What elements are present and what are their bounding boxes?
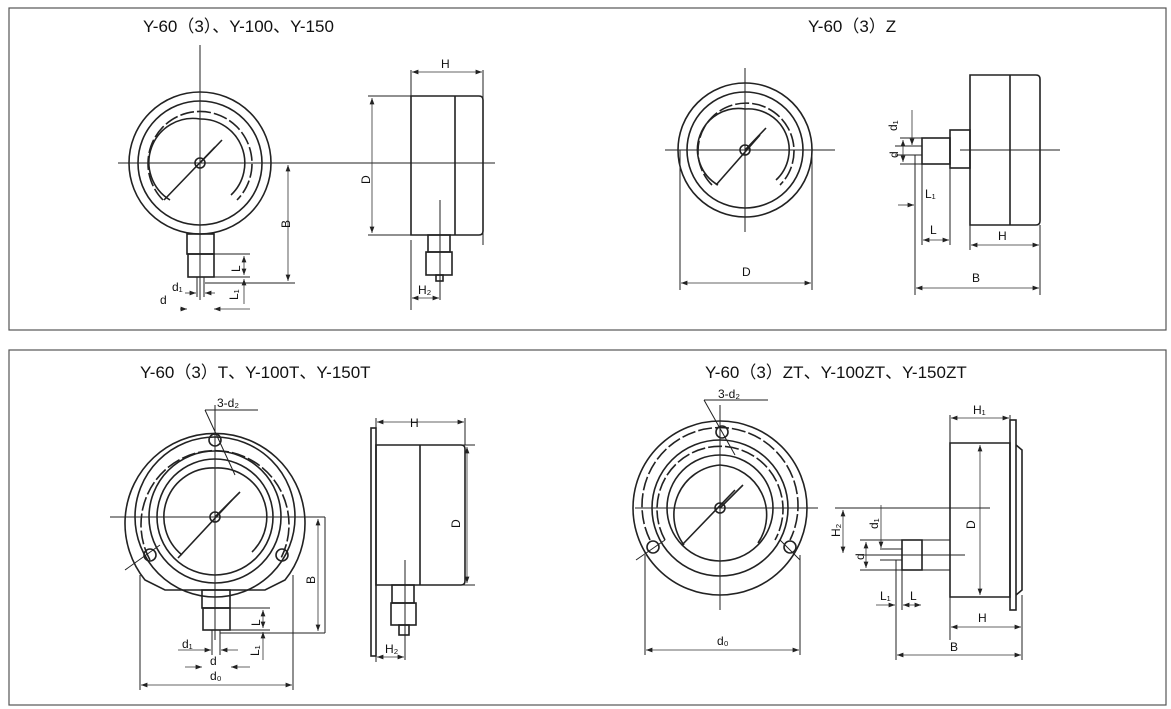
svg-text:L: L: [910, 589, 917, 603]
svg-text:3-d₂: 3-d₂: [718, 387, 740, 401]
panel-frame-top: [8, 7, 1167, 331]
drawing-radial-gauge: Y-60（3）、Y-100、Y-150 B L L₁ d₁ d: [118, 17, 495, 312]
svg-text:d: d: [210, 654, 217, 668]
svg-text:H₂: H₂: [385, 642, 399, 656]
svg-text:d: d: [887, 151, 901, 158]
svg-text:L₁: L₁: [880, 589, 891, 603]
svg-text:d₀: d₀: [210, 669, 222, 683]
svg-text:d: d: [853, 553, 867, 560]
svg-text:B: B: [972, 271, 980, 285]
svg-text:H: H: [978, 611, 987, 625]
svg-text:D: D: [449, 519, 463, 528]
svg-text:L: L: [249, 619, 263, 626]
svg-text:L₁: L₁: [925, 187, 936, 201]
svg-text:D: D: [964, 520, 978, 529]
svg-text:H₂: H₂: [829, 523, 843, 537]
svg-text:H₂: H₂: [418, 283, 432, 297]
svg-text:D: D: [359, 175, 373, 184]
svg-text:L: L: [930, 223, 937, 237]
drawing-axial-gauge: Y-60（3）Z D d d₁ L₁ L: [665, 17, 1060, 295]
svg-text:H: H: [998, 229, 1007, 243]
svg-text:3-d₂: 3-d₂: [217, 396, 239, 410]
drawing-axial-flange-gauge: Y-60（3）ZT、Y-100ZT、Y-150ZT 3-d₂ d₀ H₁ D: [632, 363, 1023, 660]
panel-frame-bottom: [8, 349, 1167, 706]
svg-text:d: d: [160, 293, 167, 307]
svg-text:B: B: [950, 640, 958, 654]
svg-text:L₁: L₁: [248, 645, 262, 656]
svg-text:d₁: d₁: [886, 120, 900, 131]
svg-text:H₁: H₁: [973, 403, 986, 417]
svg-text:L₁: L₁: [227, 289, 241, 300]
svg-text:d₁: d₁: [182, 637, 193, 651]
drawing-radial-flange-gauge: Y-60（3）T、Y-100T、Y-150T 3-d₂ L L₁ B d₁: [110, 363, 475, 690]
svg-text:L: L: [229, 265, 243, 272]
drawing-title: Y-60（3）Z: [808, 17, 896, 36]
svg-text:H: H: [441, 57, 450, 71]
svg-text:B: B: [304, 576, 318, 584]
svg-text:d₁: d₁: [867, 518, 881, 529]
svg-text:d₁: d₁: [172, 280, 183, 294]
drawing-title: Y-60（3）ZT、Y-100ZT、Y-150ZT: [705, 363, 967, 382]
drawing-title: Y-60（3）、Y-100、Y-150: [143, 17, 334, 36]
svg-text:H: H: [410, 416, 419, 430]
drawing-title: Y-60（3）T、Y-100T、Y-150T: [140, 363, 371, 382]
svg-text:d₀: d₀: [717, 634, 729, 648]
svg-text:B: B: [279, 220, 293, 228]
svg-text:D: D: [742, 265, 751, 279]
